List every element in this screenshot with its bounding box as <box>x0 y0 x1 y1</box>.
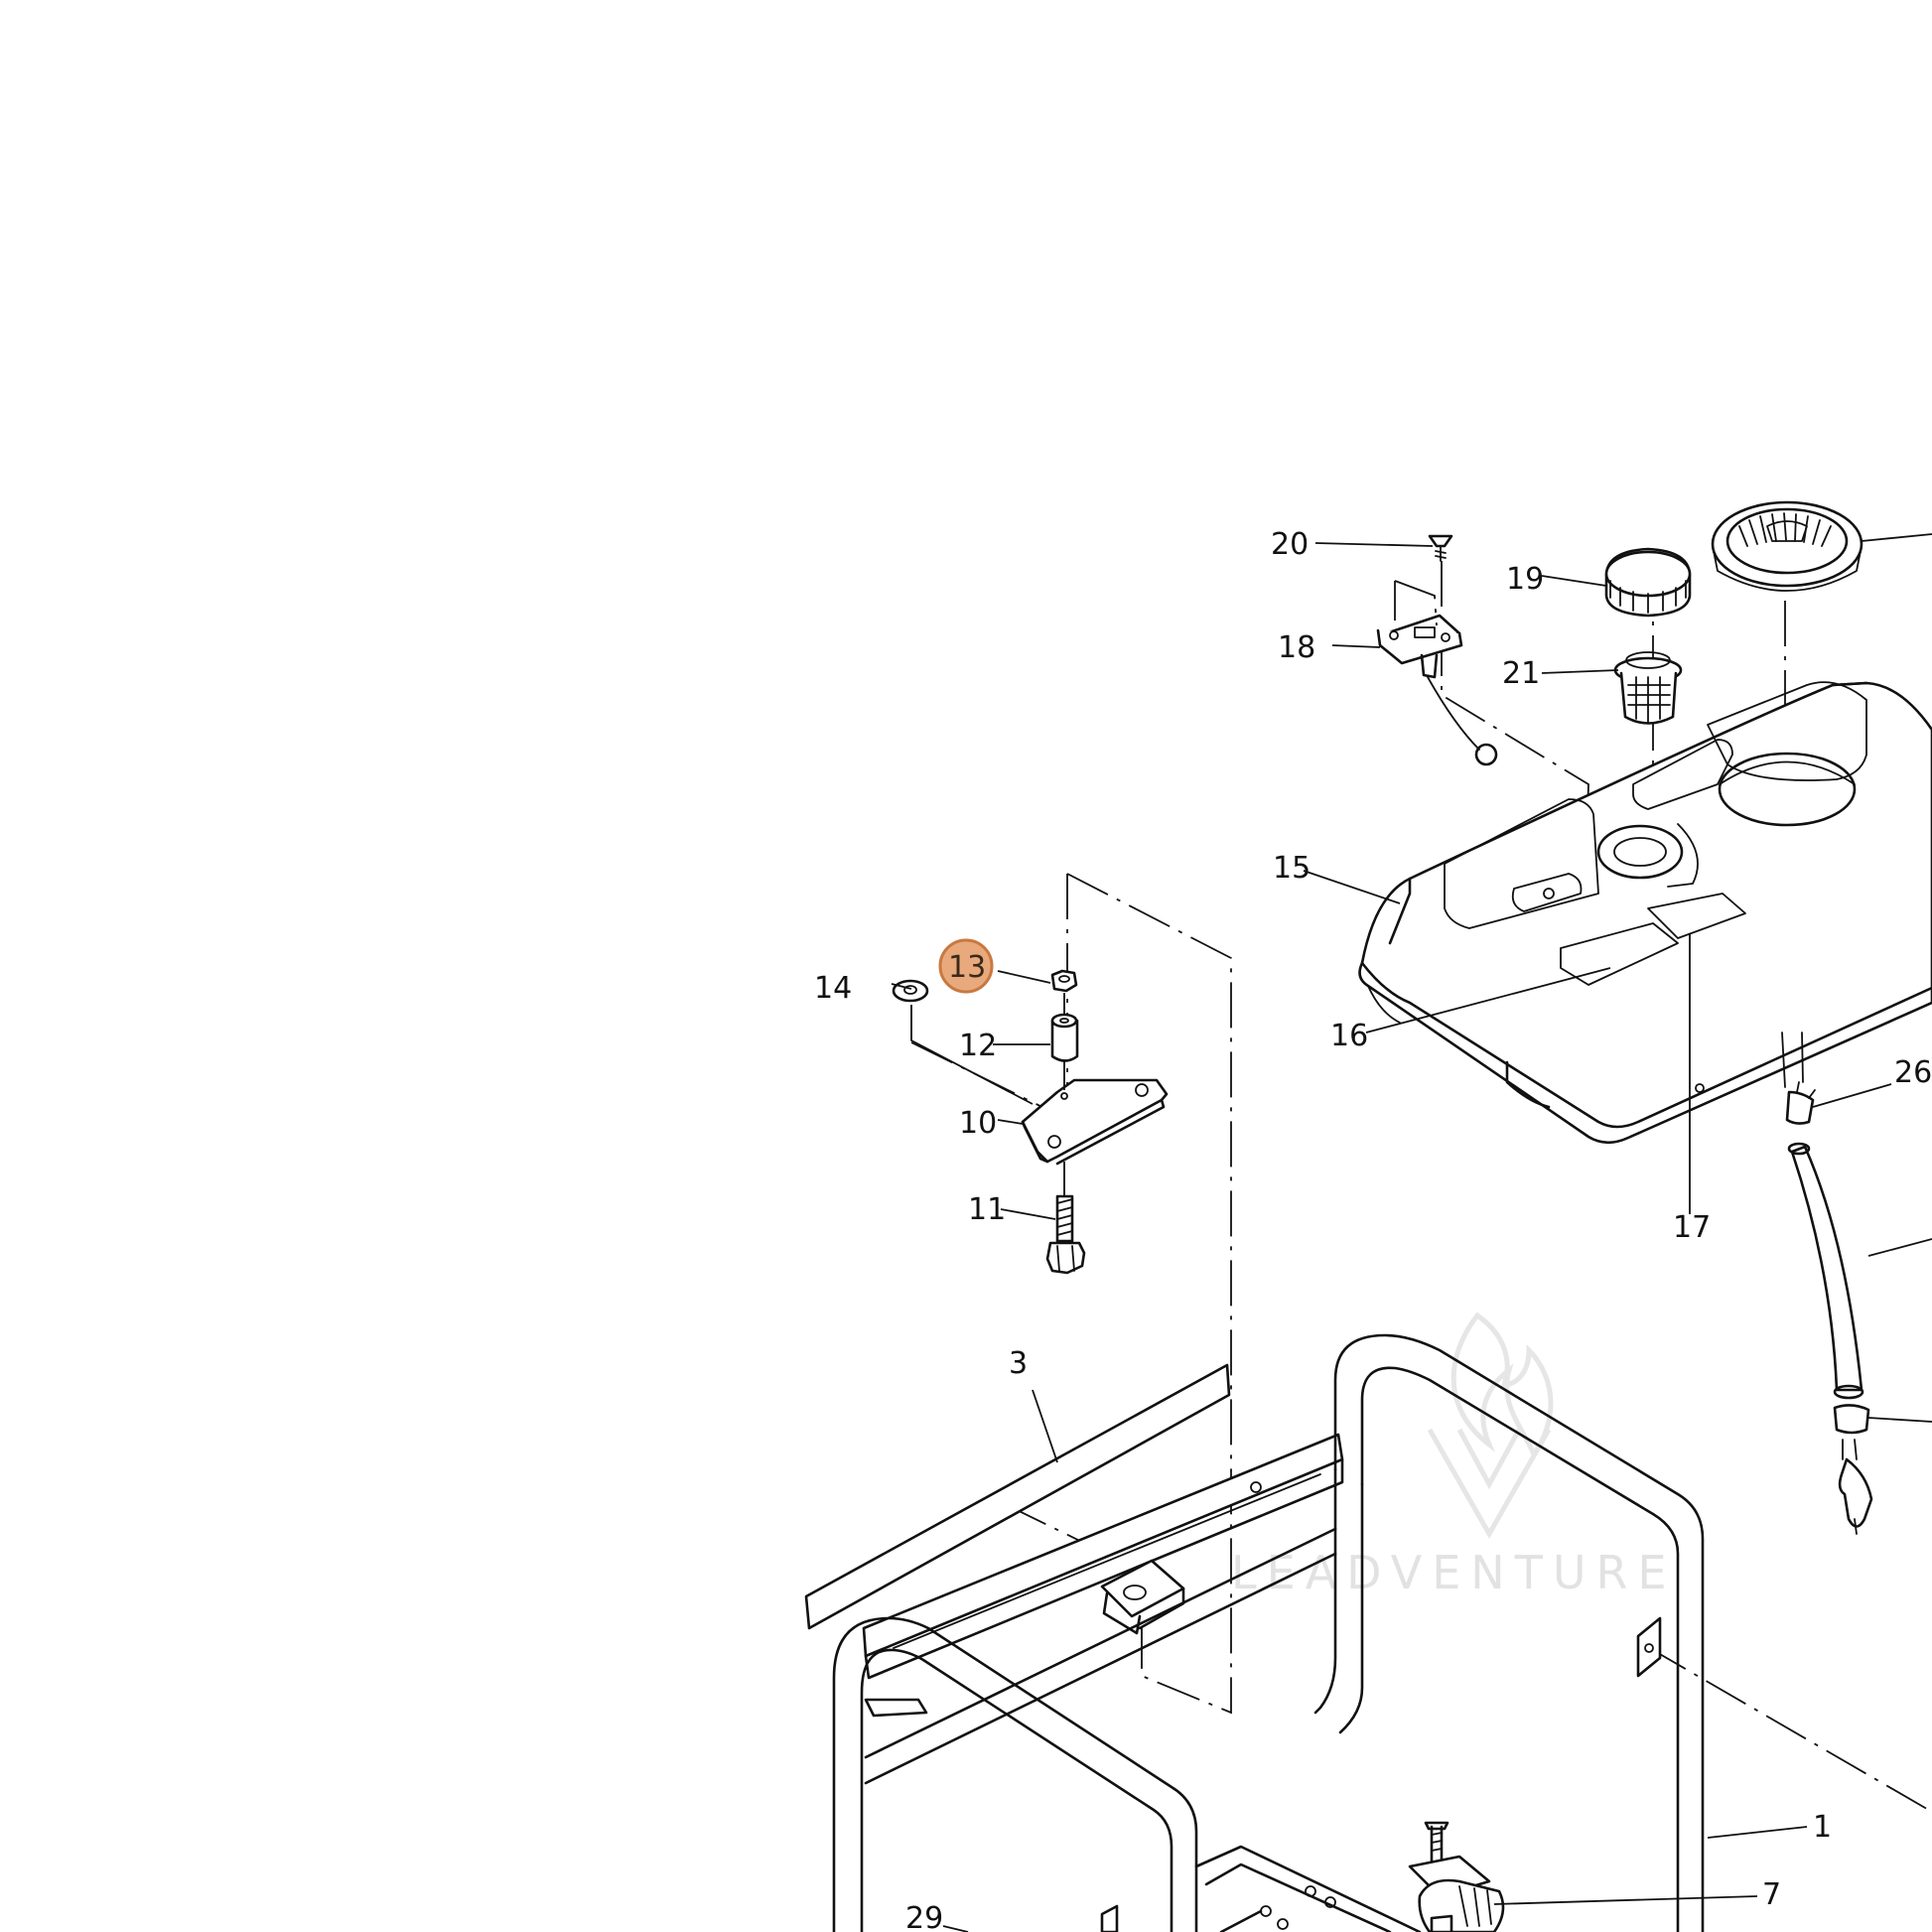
frame <box>832 1333 1705 1932</box>
hose-clamp-lower <box>1833 1404 1870 1435</box>
fuel-gauge-mount <box>1511 873 1583 912</box>
callout-12[interactable]: 12 <box>959 1029 997 1063</box>
callout-labels: 20 19 18 21 15 13 14 12 16 10 11 26 17 3… <box>814 527 1932 1932</box>
callout-14[interactable]: 14 <box>814 971 852 1006</box>
fuel-line-assembly <box>1785 1081 1873 1535</box>
callout-19[interactable]: 19 <box>1506 562 1544 597</box>
tank-mount-hardware <box>892 969 1169 1275</box>
selected-part-highlight[interactable] <box>938 938 994 994</box>
fuel-cap <box>1604 547 1692 618</box>
fuel-gauge <box>1376 580 1498 766</box>
callout-21[interactable]: 21 <box>1502 656 1540 691</box>
callout-10[interactable]: 10 <box>959 1106 997 1141</box>
vent-cap <box>1711 500 1863 592</box>
callout-15[interactable]: 15 <box>1273 851 1311 886</box>
callout-17[interactable]: 17 <box>1673 1210 1711 1245</box>
washer-14 <box>892 979 929 1003</box>
screw-20 <box>1428 534 1453 562</box>
callout-3[interactable]: 3 <box>1009 1346 1028 1381</box>
nut-13 <box>1050 969 1078 993</box>
fuel-tank <box>1358 681 1932 1145</box>
fuel-cock <box>1838 1457 1873 1528</box>
label-plate-17 <box>1647 893 1746 939</box>
fuel-strainer <box>1613 651 1683 725</box>
callout-13[interactable]: 13 <box>948 950 986 985</box>
float-icon <box>1474 743 1498 766</box>
filler-neck <box>1596 824 1684 880</box>
fuel-hose <box>1790 1145 1863 1392</box>
callout-16[interactable]: 16 <box>1330 1019 1368 1053</box>
leader-lines <box>891 533 1932 1932</box>
callout-29[interactable]: 29 <box>905 1901 943 1932</box>
callout-11[interactable]: 11 <box>968 1192 1006 1227</box>
callout-7[interactable]: 7 <box>1762 1877 1781 1912</box>
label-plate-16 <box>1560 922 1679 986</box>
watermark: LEADVENTURE <box>1231 1311 1677 1599</box>
callout-1[interactable]: 1 <box>1813 1810 1832 1845</box>
engine-mount-7 <box>1408 1821 1505 1932</box>
air-cleaner-opening <box>1718 752 1857 827</box>
callout-20[interactable]: 20 <box>1271 527 1309 562</box>
callout-26[interactable]: 26 <box>1894 1055 1932 1090</box>
watermark-text: LEADVENTURE <box>1231 1546 1677 1599</box>
watermark-flame-icon <box>1450 1311 1554 1460</box>
hose-clamp-26 <box>1785 1090 1815 1125</box>
watermark-v-icon <box>1427 1428 1552 1540</box>
tank-cushion-3 <box>804 1363 1231 1630</box>
bracket-10 <box>1021 1078 1169 1164</box>
callout-18[interactable]: 18 <box>1278 630 1315 665</box>
